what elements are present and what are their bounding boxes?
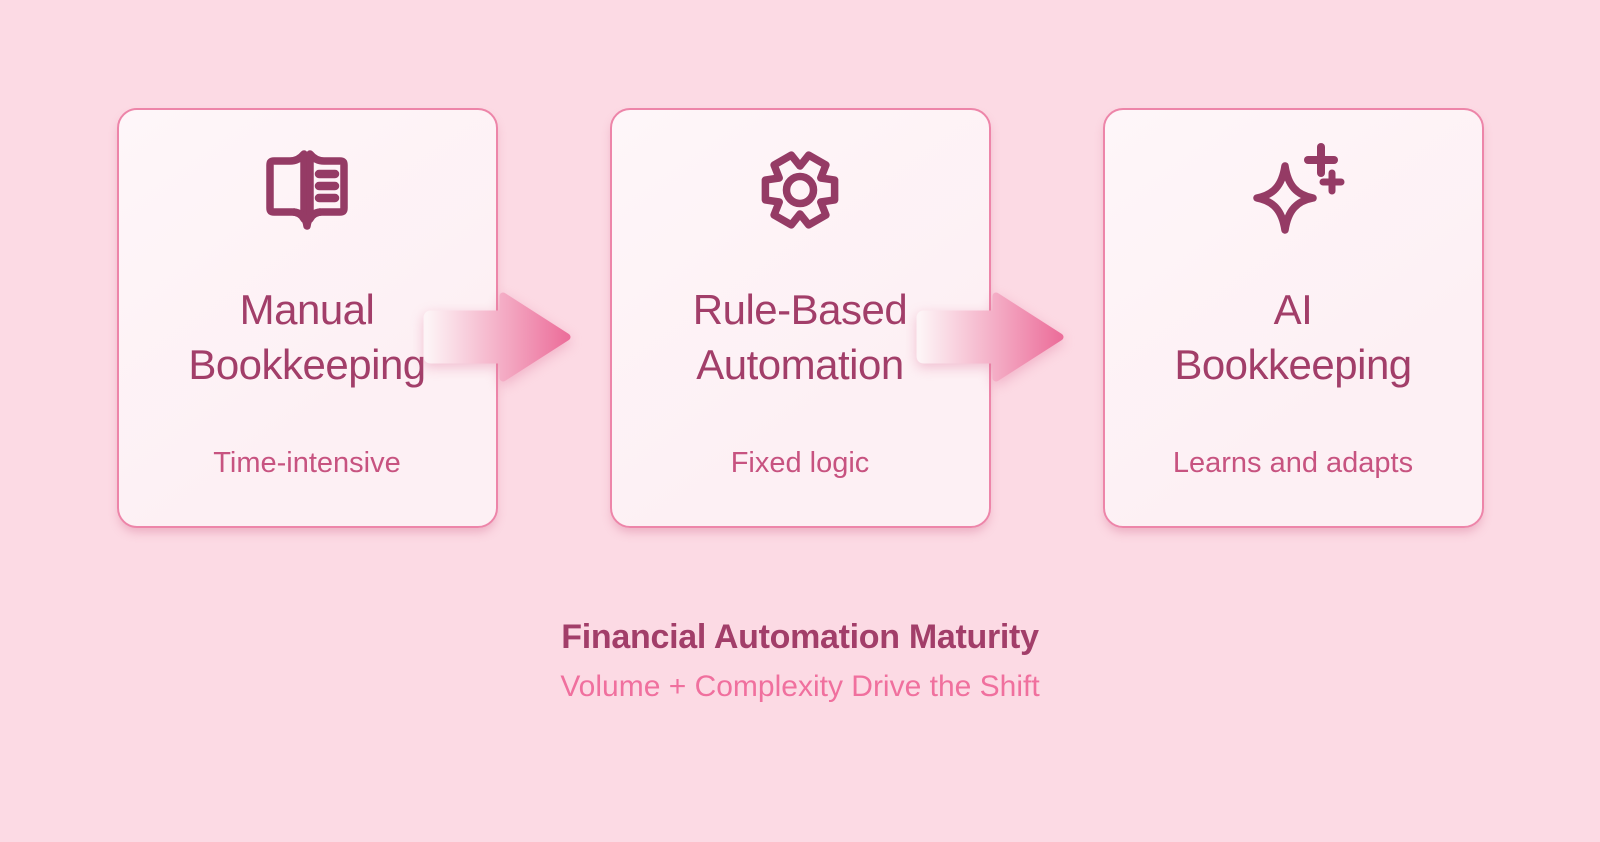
cards-row-inner: Manual Bookkeeping Time-intensive Rule-B… (116, 108, 1484, 528)
card-title: Rule-Based Automation (692, 286, 908, 389)
card-ai-bookkeeping: AI Bookkeeping Learns and adapts (1102, 108, 1484, 528)
card-subtitle: Fixed logic (730, 447, 870, 479)
card-subtitle: Time-intensive (213, 447, 401, 479)
caption-title: Financial Automation Maturity (561, 618, 1039, 656)
card-title: AI Bookkeeping (1174, 286, 1412, 389)
caption-subtitle: Volume + Complexity Drive the Shift (560, 670, 1040, 703)
book-open-icon (266, 150, 348, 230)
gear-icon (761, 151, 839, 229)
card-title: Manual Bookkeeping (188, 286, 426, 389)
arrow-right-icon (423, 292, 570, 382)
cards-row: Manual Bookkeeping Time-intensive Rule-B… (0, 108, 1600, 528)
caption: Financial Automation Maturity Volume + C… (0, 618, 1600, 704)
arrow-right-icon (916, 292, 1063, 382)
sparkles-icon (1253, 143, 1345, 234)
card-subtitle: Learns and adapts (1172, 447, 1414, 479)
